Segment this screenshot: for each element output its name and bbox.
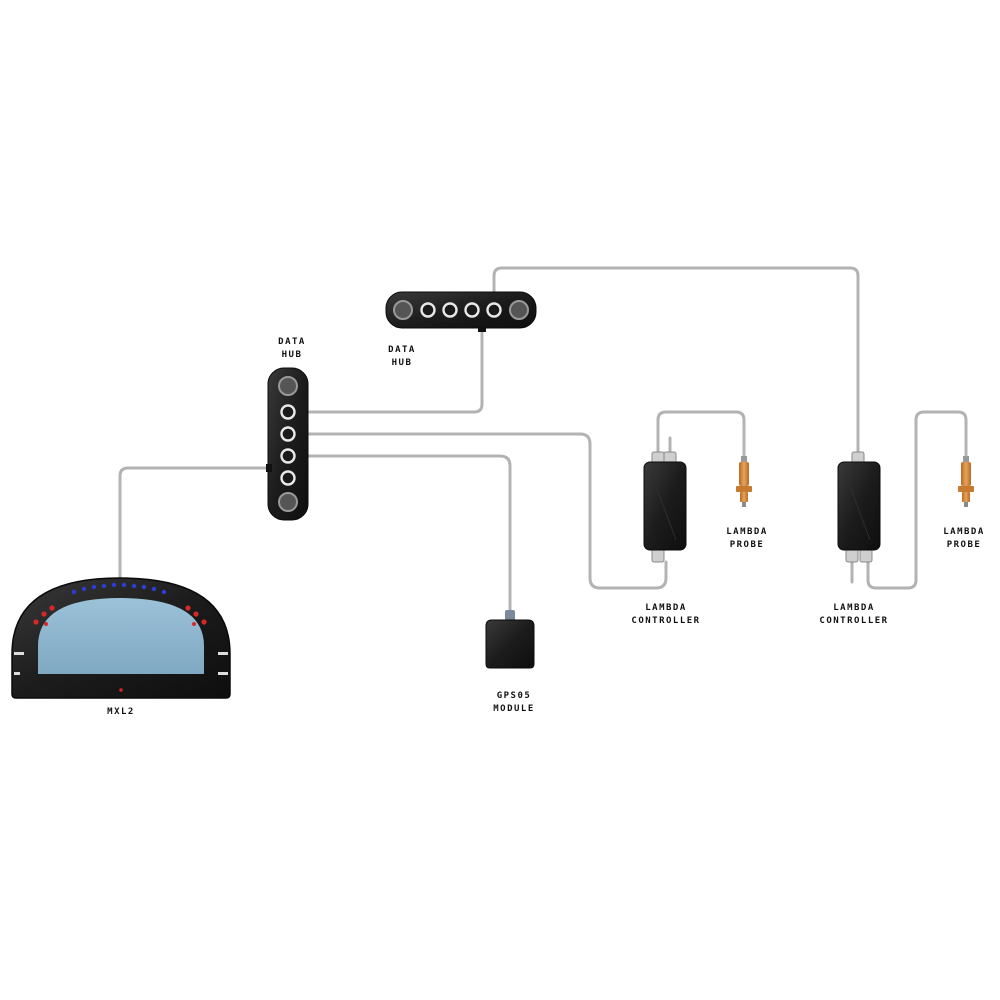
label-lambda-controller-2: LAMBDA CONTROLLER xyxy=(819,603,889,626)
data-hub-icon xyxy=(267,367,309,521)
dash-screen xyxy=(38,598,204,674)
lambda-controller-icon xyxy=(643,461,687,551)
lambda-controller-2 xyxy=(837,451,881,563)
label-mxl2: MXL2 xyxy=(107,707,135,717)
shift-lights xyxy=(71,582,167,595)
label-gps05-module: GPS05 MODULE xyxy=(493,691,535,714)
label-lambda-probe-1: LAMBDA PROBE xyxy=(726,527,768,550)
lambda-probe-icon xyxy=(739,462,749,486)
dash-side-buttons xyxy=(14,652,228,675)
lambda-probe-icon xyxy=(961,462,971,486)
cable-hub-to-hub xyxy=(300,328,484,414)
cables xyxy=(118,266,968,614)
label-data-hub-horizontal: DATA HUB xyxy=(388,345,416,368)
label-data-hub-vertical: DATA HUB xyxy=(278,337,306,360)
cable-hub-to-controller-2 xyxy=(492,266,860,460)
data-hub-icon xyxy=(385,291,537,329)
lambda-probe-1 xyxy=(736,456,752,507)
gps-module xyxy=(485,610,535,669)
label-lambda-probe-2: LAMBDA PROBE xyxy=(943,527,985,550)
data-hub-horizontal xyxy=(385,291,537,332)
hub-ports xyxy=(420,302,502,318)
lambda-controller-icon xyxy=(837,461,881,551)
gps-module-icon xyxy=(485,619,535,669)
cable-controller-2-to-probe-2 xyxy=(866,410,968,590)
mxl2-dash xyxy=(11,577,231,699)
lambda-probe-2 xyxy=(958,456,974,507)
data-hub-vertical xyxy=(266,367,309,521)
cable-controller-1-to-probe-1 xyxy=(656,410,746,460)
cable-hub-to-controller-1 xyxy=(300,432,668,590)
cable-dash-to-hub xyxy=(118,466,274,580)
hub-ports xyxy=(280,404,296,486)
warning-lights xyxy=(33,605,207,692)
lambda-controller-1 xyxy=(643,451,687,563)
cable-hub-to-gps xyxy=(300,454,512,614)
label-lambda-controller-1: LAMBDA CONTROLLER xyxy=(631,603,701,626)
